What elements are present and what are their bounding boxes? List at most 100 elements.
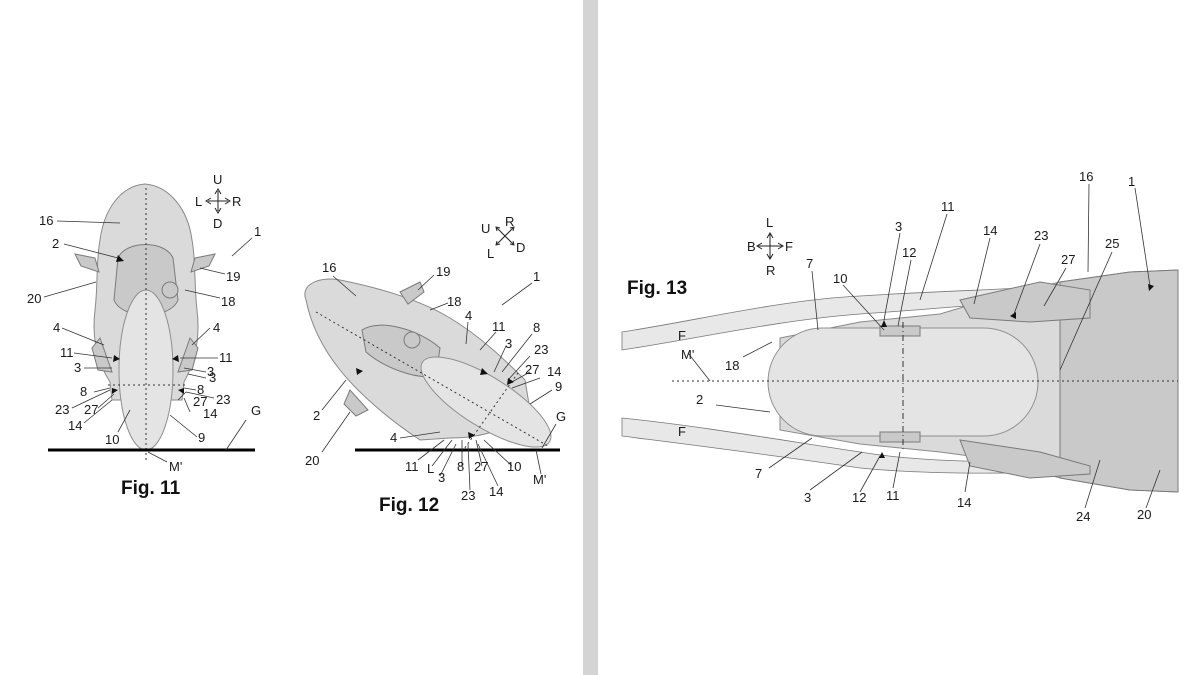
fig13-label-F-bottom: F <box>678 424 686 439</box>
fig11-label-8-left: 8 <box>80 384 87 399</box>
fig13-label-25: 25 <box>1105 236 1119 251</box>
fig11-compass <box>205 188 231 214</box>
fig12-label-4-top: 4 <box>465 308 472 323</box>
fig12-label-18: 18 <box>447 294 461 309</box>
fig13-label-F-top: F <box>678 328 686 343</box>
fig13-label-10: 10 <box>833 271 847 286</box>
fig12-label-19: 19 <box>436 264 450 279</box>
fig12-label-9: 9 <box>555 379 562 394</box>
fig11-label-9: 9 <box>198 430 205 445</box>
fig11-label-19: 19 <box>226 269 240 284</box>
fig12-mirror <box>399 281 425 305</box>
fig12-label-11-bottom: 11 <box>405 459 419 474</box>
fig11-label-10: 10 <box>105 432 119 447</box>
fig12-compass-up: U <box>481 221 490 236</box>
fig12-label-27-top: 27 <box>525 362 539 377</box>
fig11-label-1: 1 <box>254 224 261 239</box>
fig11-label-2: 2 <box>52 236 59 251</box>
fig13-leaders <box>687 183 1161 509</box>
fig13-compass-down: R <box>766 263 775 278</box>
fig11-compass-down: D <box>213 216 222 231</box>
fig12-label-16: 16 <box>322 260 336 275</box>
fig12-label-23-bottom: 23 <box>461 488 475 503</box>
fig12-label-1: 1 <box>533 269 540 284</box>
figure-divider <box>583 0 598 675</box>
fig12-label-L: L <box>427 461 434 476</box>
fig13-fork-bottom <box>879 431 921 443</box>
fig11-label-18: 18 <box>221 294 235 309</box>
fig13-label-1: 1 <box>1128 174 1135 189</box>
fig11-label-11-right: 11 <box>219 350 233 365</box>
fig12-compass-right: R <box>505 214 514 229</box>
fig12-front-wheel <box>420 356 552 448</box>
fig13-label-12-bottom: 12 <box>852 490 866 505</box>
fig13-label-16: 16 <box>1079 169 1093 184</box>
fig13-compass-up: L <box>766 215 773 230</box>
fig11: U D L R 16 2 1 19 18 20 4 4 11 11 3 3 3 … <box>27 172 261 499</box>
fig13-label-7-top: 7 <box>806 256 813 271</box>
fig12-label-8-bottom: 8 <box>457 459 464 474</box>
fig11-leaders <box>43 220 253 463</box>
fig12-label-G: G <box>556 409 566 424</box>
fig12-label-2: 2 <box>313 408 320 423</box>
fig11-label-27-left: 27 <box>84 402 98 417</box>
fig13-label-2: 2 <box>696 392 703 407</box>
fig11-label-23-left: 23 <box>55 402 69 417</box>
fig12-label-3-top: 3 <box>505 336 512 351</box>
fig13-label-18: 18 <box>725 358 739 373</box>
fig11-label-14-left: 14 <box>68 418 82 433</box>
fig11-label-11-left: 11 <box>60 345 74 360</box>
fig13-label-3-top: 3 <box>895 219 902 234</box>
fig11-label-4-right: 4 <box>213 320 220 335</box>
fig13-lower-fairing <box>959 439 1091 479</box>
fig11-left-fin <box>91 336 113 373</box>
fig13-fork-top <box>879 325 921 337</box>
fig12-label-20: 20 <box>305 453 319 468</box>
fig11-label-3-left: 3 <box>74 360 81 375</box>
fig11-label-27-right: 27 <box>193 394 207 409</box>
fig13-caption: Fig. 13 <box>627 278 687 299</box>
fig13-label-M-prime: M' <box>681 347 694 362</box>
fig13-compass <box>756 232 784 260</box>
fig13-label-20: 20 <box>1137 507 1151 522</box>
fig11-label-16: 16 <box>39 213 53 228</box>
fig11-right-fin <box>177 336 199 373</box>
fig13-label-24: 24 <box>1076 509 1090 524</box>
fig11-label-3-right: 3 <box>207 364 214 379</box>
fig12: U R L D 16 19 18 1 4 11 8 3 23 27 14 9 G… <box>304 214 566 516</box>
fig13-label-14-top: 14 <box>983 223 997 238</box>
fig13-label-3-bottom: 3 <box>804 490 811 505</box>
fig12-label-3-bottom: 3 <box>438 470 445 485</box>
fig13-upper-fairing <box>959 281 1091 323</box>
fig12-label-14-top: 14 <box>547 364 561 379</box>
fig11-label-20: 20 <box>27 291 41 306</box>
fig11-label-23-right: 23 <box>216 392 230 407</box>
fig12-compass-left: L <box>487 246 494 261</box>
fig11-compass-right: R <box>232 194 241 209</box>
fig11-left-mirror <box>74 253 100 273</box>
fig13-label-27: 27 <box>1061 252 1075 267</box>
fig13-label-12-top: 12 <box>902 245 916 260</box>
fig13-label-23: 23 <box>1034 228 1048 243</box>
fig11-compass-left: L <box>195 194 202 209</box>
fig12-label-14-bottom: 14 <box>489 484 503 499</box>
fig12-caption: Fig. 12 <box>379 495 439 516</box>
fig13-compass-left: B <box>747 239 756 254</box>
fig12-label-M-prime: M' <box>533 472 546 487</box>
fig12-label-27-bottom: 27 <box>474 459 488 474</box>
fig13-label-7-bottom: 7 <box>755 466 762 481</box>
fig12-label-11-top: 11 <box>492 319 506 334</box>
fig13-label-11-bottom: 11 <box>886 488 900 503</box>
fig11-compass-up: U <box>213 172 222 187</box>
fig13-label-14-bottom: 14 <box>957 495 971 510</box>
fig13-compass-right: F <box>785 239 793 254</box>
fig11-label-14-right: 14 <box>203 406 217 421</box>
fig11-headlight <box>161 281 179 299</box>
fig13-label-11-top: 11 <box>941 199 955 214</box>
fig12-label-23-top: 23 <box>534 342 548 357</box>
fig12-crossline <box>461 369 521 453</box>
fig12-compass <box>495 226 515 246</box>
fig12-label-4-bottom: 4 <box>390 430 397 445</box>
fig12-label-10: 10 <box>507 459 521 474</box>
